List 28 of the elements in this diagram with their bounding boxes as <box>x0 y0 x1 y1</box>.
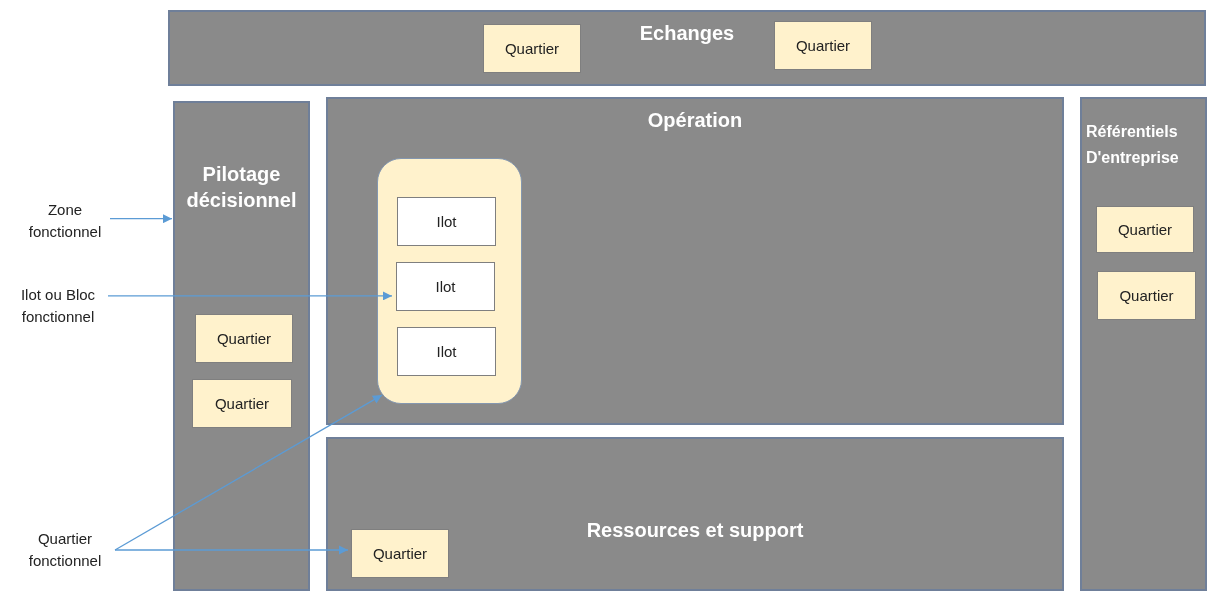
leader-arrow <box>109 214 173 224</box>
ilot-block: Ilot <box>396 262 495 311</box>
zone-title: Ressources et support <box>585 518 805 543</box>
zone-title: Echanges <box>638 21 736 46</box>
zone-panel <box>326 97 1064 425</box>
zone-panel <box>1080 97 1207 591</box>
zone-panel <box>173 101 310 591</box>
zone-panel <box>168 10 1206 86</box>
annotation-text: Quartier fonctionnel <box>15 527 115 573</box>
zone-title: Opération <box>646 108 744 133</box>
zone-title: Référentiels D'entreprise <box>1086 122 1180 168</box>
leader-arrow <box>114 545 349 555</box>
annotation-text: Ilot ou Bloc fonctionnel <box>8 283 108 329</box>
ilot-block: Ilot <box>397 197 496 246</box>
quartier-block: Quartier <box>1096 206 1194 253</box>
quartier-block: Quartier <box>192 379 292 428</box>
quartier-block: Quartier <box>483 24 581 73</box>
zone-title: Pilotage décisionnel <box>185 162 298 213</box>
leader-arrow <box>114 394 383 551</box>
rounded-group-box <box>377 158 522 404</box>
zone-panel <box>326 437 1064 591</box>
quartier-block: Quartier <box>351 529 449 578</box>
quartier-block: Quartier <box>1097 271 1196 320</box>
quartier-block: Quartier <box>774 21 872 70</box>
leader-arrow <box>107 291 393 301</box>
quartier-block: Quartier <box>195 314 293 363</box>
annotation-text: Zone fonctionnel <box>20 198 110 244</box>
ilot-block: Ilot <box>397 327 496 376</box>
